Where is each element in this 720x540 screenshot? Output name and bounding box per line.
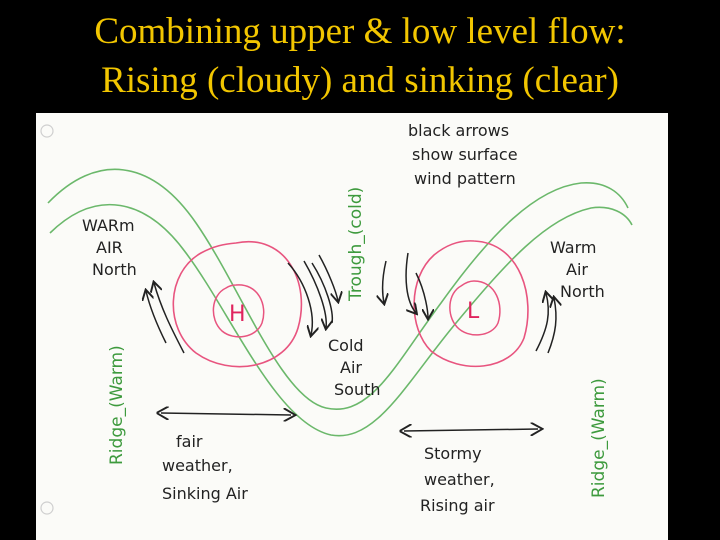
low-pressure-center: L xyxy=(414,241,528,366)
svg-text:show surface: show surface xyxy=(412,145,518,164)
fair-weather-label: fair weather, Sinking Air xyxy=(162,432,248,503)
svg-text:wind pattern: wind pattern xyxy=(414,169,516,188)
trough-label: Trough_(cold) xyxy=(346,187,366,302)
high-pressure-center: H xyxy=(173,242,301,367)
upper-flow-line-outer xyxy=(48,169,628,409)
high-label: H xyxy=(229,302,246,327)
ridge-left-label: Ridge_(Warm) xyxy=(107,345,127,465)
svg-text:black arrows: black arrows xyxy=(408,121,509,140)
warm-air-north-right: Warm Air North xyxy=(550,238,605,301)
svg-text:Sinking Air: Sinking Air xyxy=(162,484,248,503)
hand-drawn-diagram-paper: H L Trough_(cold) xyxy=(36,113,668,540)
svg-text:weather,: weather, xyxy=(162,456,233,475)
ridge-right-label: Ridge_(Warm) xyxy=(589,378,609,498)
flow-diagram-svg: H L Trough_(cold) xyxy=(36,113,668,540)
svg-text:Cold: Cold xyxy=(328,336,364,355)
svg-text:Ridge_(Warm): Ridge_(Warm) xyxy=(589,378,609,498)
cold-air-south: Cold Air South xyxy=(328,336,381,399)
stormy-weather-label: Stormy weather, Rising air xyxy=(420,444,495,515)
svg-text:WARm: WARm xyxy=(82,216,135,235)
low-label: L xyxy=(467,299,480,324)
svg-text:Warm: Warm xyxy=(550,238,596,257)
warm-air-north-left: WARm AIR North xyxy=(82,216,137,279)
stormy-weather-span-arrow xyxy=(404,429,538,431)
svg-text:AIR: AIR xyxy=(96,238,123,257)
svg-text:South: South xyxy=(334,380,381,399)
convergence-arrows xyxy=(319,255,338,301)
binder-hole-icon xyxy=(41,125,53,137)
svg-text:Air: Air xyxy=(340,358,362,377)
slide-title-line-1: Combining upper & low level flow: xyxy=(0,10,720,54)
binder-hole-icon xyxy=(41,502,53,514)
svg-text:Rising air: Rising air xyxy=(420,496,495,515)
fair-weather-span-arrow xyxy=(161,413,291,415)
svg-text:fair: fair xyxy=(176,432,203,451)
svg-text:North: North xyxy=(92,260,137,279)
upper-flow-line-inner xyxy=(50,205,632,436)
svg-text:Trough_(cold): Trough_(cold) xyxy=(346,187,366,302)
svg-text:Stormy: Stormy xyxy=(424,444,482,463)
legend-note: black arrows show surface wind pattern xyxy=(408,121,518,188)
svg-text:North: North xyxy=(560,282,605,301)
svg-text:Air: Air xyxy=(566,260,588,279)
slide-title-line-2: Rising (cloudy) and sinking (clear) xyxy=(0,59,720,103)
svg-text:Ridge_(Warm): Ridge_(Warm) xyxy=(107,345,127,465)
svg-text:weather,: weather, xyxy=(424,470,495,489)
